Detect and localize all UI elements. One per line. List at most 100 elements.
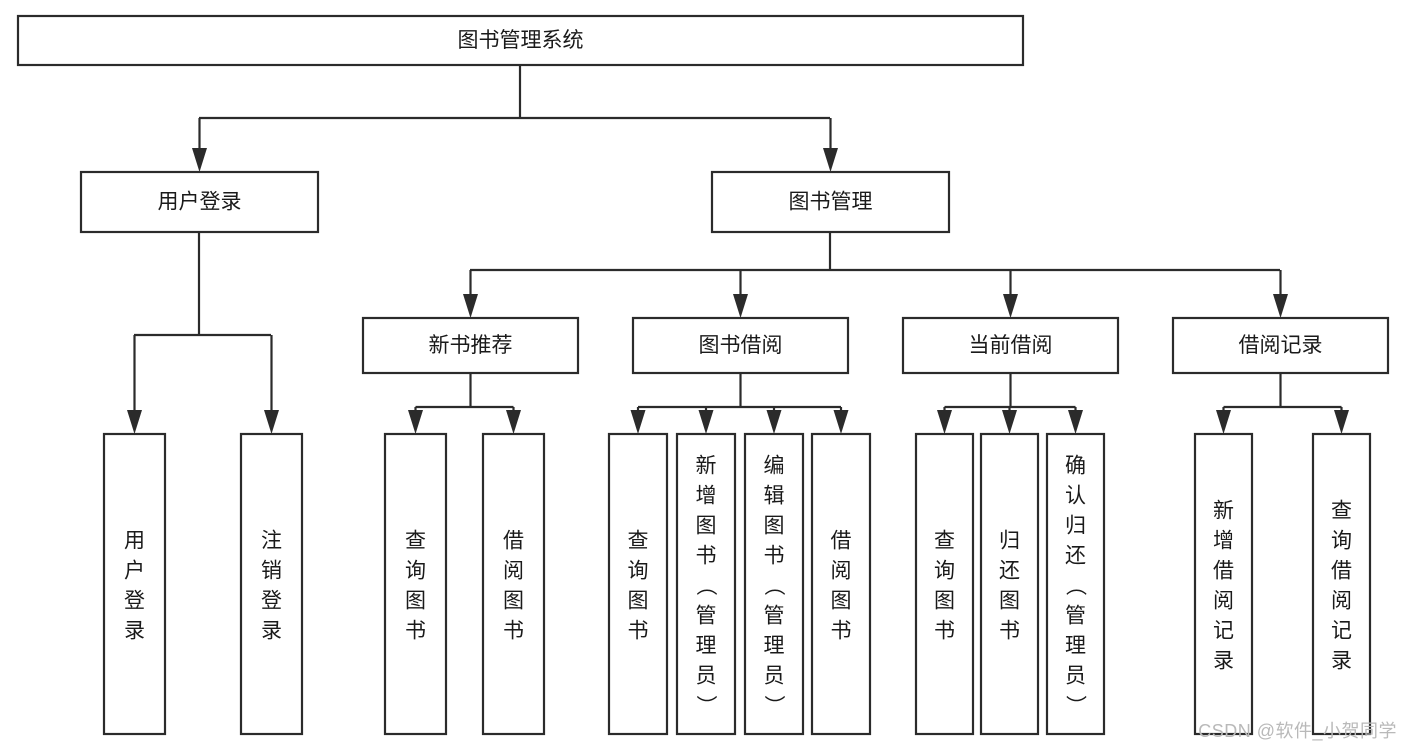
- node-leaf-edit-book-rect: [743, 432, 805, 736]
- node-leaf-confirm-return-label-char: 管: [1065, 604, 1086, 627]
- node-leaf-query-record-label-char: 借: [1331, 559, 1352, 582]
- node-new-book-rec-label: 新书推荐: [429, 334, 513, 357]
- node-leaf-add-record-label-char: 录: [1213, 649, 1234, 672]
- node-leaf-query-record-label-char: 查: [1331, 499, 1352, 522]
- node-leaf-add-book-label-char: 管: [696, 604, 717, 627]
- node-borrow-record[interactable]: 借阅记录: [1171, 316, 1390, 375]
- node-leaf-user-login-label-char: 户: [124, 559, 145, 582]
- node-root-rect: [16, 14, 1025, 67]
- node-leaf-add-book-label-char: 理: [696, 634, 717, 657]
- node-leaf-confirm-return-label-char: 归: [1065, 514, 1086, 537]
- node-new-book-rec-rect: [361, 316, 580, 375]
- node-leaf-add-book-label-char: （: [694, 575, 717, 596]
- node-leaf-query-book-rec-label-char: 图: [405, 589, 426, 612]
- node-leaf-query-book-rec-label-char: 查: [405, 529, 426, 552]
- node-leaf-query-record-label-char: 录: [1331, 649, 1352, 672]
- node-leaf-query-book-cur-label-char: 查: [934, 529, 955, 552]
- node-leaf-query-book-rec-label-char: 书: [405, 619, 426, 642]
- node-leaf-logout-label-char: 注: [261, 529, 282, 552]
- node-leaf-query-record-label-char: 阅: [1331, 589, 1352, 612]
- node-leaf-borrow-book-bor-label-char: 书: [831, 619, 852, 642]
- node-leaf-borrow-book-rec-label-char: 阅: [503, 559, 524, 582]
- node-leaf-confirm-return-label-char: ）: [1064, 695, 1087, 716]
- node-leaf-borrow-book-rec-rect: [481, 432, 546, 736]
- node-leaf-add-book-label-char: ）: [694, 695, 717, 716]
- node-leaf-borrow-book-rec-label-char: 借: [503, 529, 524, 552]
- node-leaf-edit-book-label-char: 员: [764, 664, 785, 687]
- node-leaf-edit-book-label-char: ）: [762, 695, 785, 716]
- node-leaf-query-book-bor-label-char: 询: [628, 559, 649, 582]
- node-book-borrow[interactable]: 图书借阅: [631, 316, 850, 375]
- node-leaf-borrow-book-bor-label-char: 借: [831, 529, 852, 552]
- node-leaf-return-book-label-char: 还: [999, 559, 1020, 582]
- node-current-borrow[interactable]: 当前借阅: [901, 316, 1120, 375]
- node-leaf-add-book-label-char: 员: [696, 664, 717, 687]
- node-leaf-borrow-book-rec-label-char: 图: [503, 589, 524, 612]
- node-leaf-confirm-return-label-char: 还: [1065, 544, 1086, 567]
- node-leaf-return-book-label-char: 图: [999, 589, 1020, 612]
- node-leaf-edit-book-label-char: 图: [764, 514, 785, 537]
- node-leaf-return-book-label-char: 归: [999, 529, 1020, 552]
- node-leaf-user-login[interactable]: 用户登录: [102, 432, 167, 736]
- node-leaf-confirm-return-rect: [1045, 432, 1106, 736]
- node-borrow-record-rect: [1171, 316, 1390, 375]
- node-leaf-logout-label-char: 登: [261, 589, 282, 612]
- node-root-label: 图书管理系统: [458, 29, 584, 52]
- node-new-book-rec[interactable]: 新书推荐: [361, 316, 580, 375]
- node-leaf-add-record-label-char: 阅: [1213, 589, 1234, 612]
- node-root[interactable]: 图书管理系统: [16, 14, 1025, 67]
- node-leaf-edit-book-label-char: 书: [764, 544, 785, 567]
- node-leaf-add-record-rect: [1193, 432, 1254, 736]
- node-leaf-confirm-return-label-char: 确: [1065, 454, 1086, 477]
- node-leaf-query-book-bor-label-char: 书: [628, 619, 649, 642]
- node-leaf-return-book-label-char: 书: [999, 619, 1020, 642]
- node-leaf-edit-book-label-char: 编: [764, 454, 785, 477]
- node-leaf-add-book-label-char: 新: [696, 454, 717, 477]
- node-borrow-record-label: 借阅记录: [1239, 334, 1323, 357]
- node-leaf-add-book-label-char: 增: [696, 484, 717, 507]
- node-leaf-query-book-cur-label-char: 图: [934, 589, 955, 612]
- node-leaf-confirm-return-label-char: 员: [1065, 664, 1086, 687]
- boxes-layer: 图书管理系统用户登录图书管理新书推荐图书借阅当前借阅借阅记录用户登录注销登录查询…: [16, 14, 1390, 736]
- node-leaf-query-record-label-char: 记: [1331, 619, 1352, 642]
- node-leaf-logout-label-char: 录: [261, 619, 282, 642]
- node-leaf-query-record-label-char: 询: [1331, 529, 1352, 552]
- node-leaf-user-login-label-char: 录: [124, 619, 145, 642]
- node-user-login[interactable]: 用户登录: [79, 170, 320, 234]
- node-leaf-borrow-book-bor-rect: [810, 432, 872, 736]
- connectors-layer: [127, 65, 1349, 434]
- node-leaf-edit-book-label-char: 辑: [764, 484, 785, 507]
- node-leaf-query-book-rec-label-char: 询: [405, 559, 426, 582]
- node-leaf-borrow-book-rec-label-char: 书: [503, 619, 524, 642]
- node-leaf-add-record-label-char: 新: [1213, 499, 1234, 522]
- node-leaf-add-record-label-char: 记: [1213, 619, 1234, 642]
- node-leaf-user-login-label-char: 用: [124, 529, 145, 552]
- node-leaf-borrow-book-bor-label-char: 图: [831, 589, 852, 612]
- node-leaf-borrow-book-bor-label-char: 阅: [831, 559, 852, 582]
- node-current-borrow-rect: [901, 316, 1120, 375]
- node-leaf-logout-rect: [239, 432, 304, 736]
- node-leaf-query-book-rec-rect: [383, 432, 448, 736]
- node-leaf-return-book-rect: [979, 432, 1040, 736]
- node-book-manage-rect: [710, 170, 951, 234]
- node-leaf-add-record-label-char: 借: [1213, 559, 1234, 582]
- node-leaf-query-book-cur-rect: [914, 432, 975, 736]
- node-leaf-query-book-bor-label-char: 查: [628, 529, 649, 552]
- node-leaf-user-login-rect: [102, 432, 167, 736]
- node-book-manage[interactable]: 图书管理: [710, 170, 951, 234]
- node-leaf-query-book-cur-label-char: 询: [934, 559, 955, 582]
- node-user-login-rect: [79, 170, 320, 234]
